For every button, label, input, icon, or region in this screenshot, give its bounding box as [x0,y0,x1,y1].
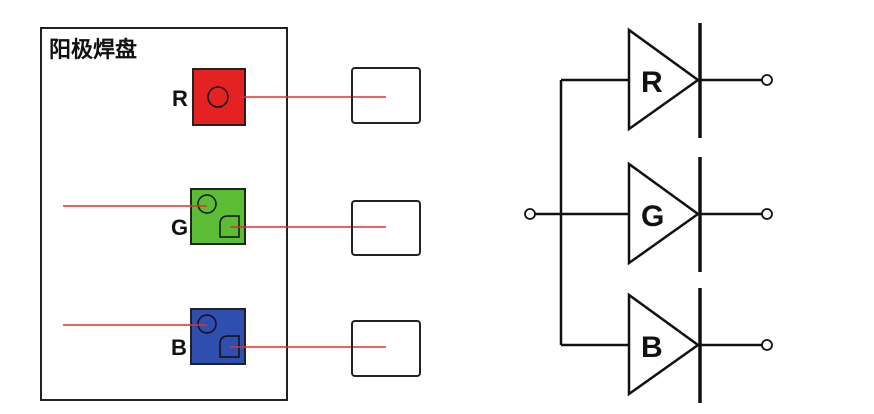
diode-g-triangle-icon [627,161,701,266]
pad-g: G [171,188,246,245]
anode-terminal-icon [524,208,536,220]
diode-b-triangle-icon [627,292,701,397]
pad-r: R [172,68,246,126]
panel-title: 阳极焊盘 [49,37,137,63]
terminal-box-r [351,67,421,124]
pad-g-quarter-icon [219,215,240,238]
diode-b-terminal-icon [761,339,773,351]
diode-r-label: R [641,66,663,99]
anode-pad-panel [40,27,288,401]
diode-g-label: G [641,200,664,233]
pad-g-circle-icon [197,194,217,214]
diode-r-terminal-icon [761,74,773,86]
diode-g-terminal-icon [761,208,773,220]
pad-b-circle-icon [197,314,217,334]
pad-b: B [171,308,246,365]
diode-b-label: B [641,331,663,364]
terminal-box-b [351,320,421,377]
pad-g-label: G [171,215,188,240]
pad-r-label: R [172,86,188,111]
terminal-box-g [351,200,421,256]
schematic [524,23,773,403]
diode-r-triangle-icon [627,27,701,132]
pad-b-quarter-icon [219,335,240,358]
pad-b-label: B [171,335,187,360]
pad-r-square [192,68,246,126]
pad-r-circle-icon [207,86,229,108]
